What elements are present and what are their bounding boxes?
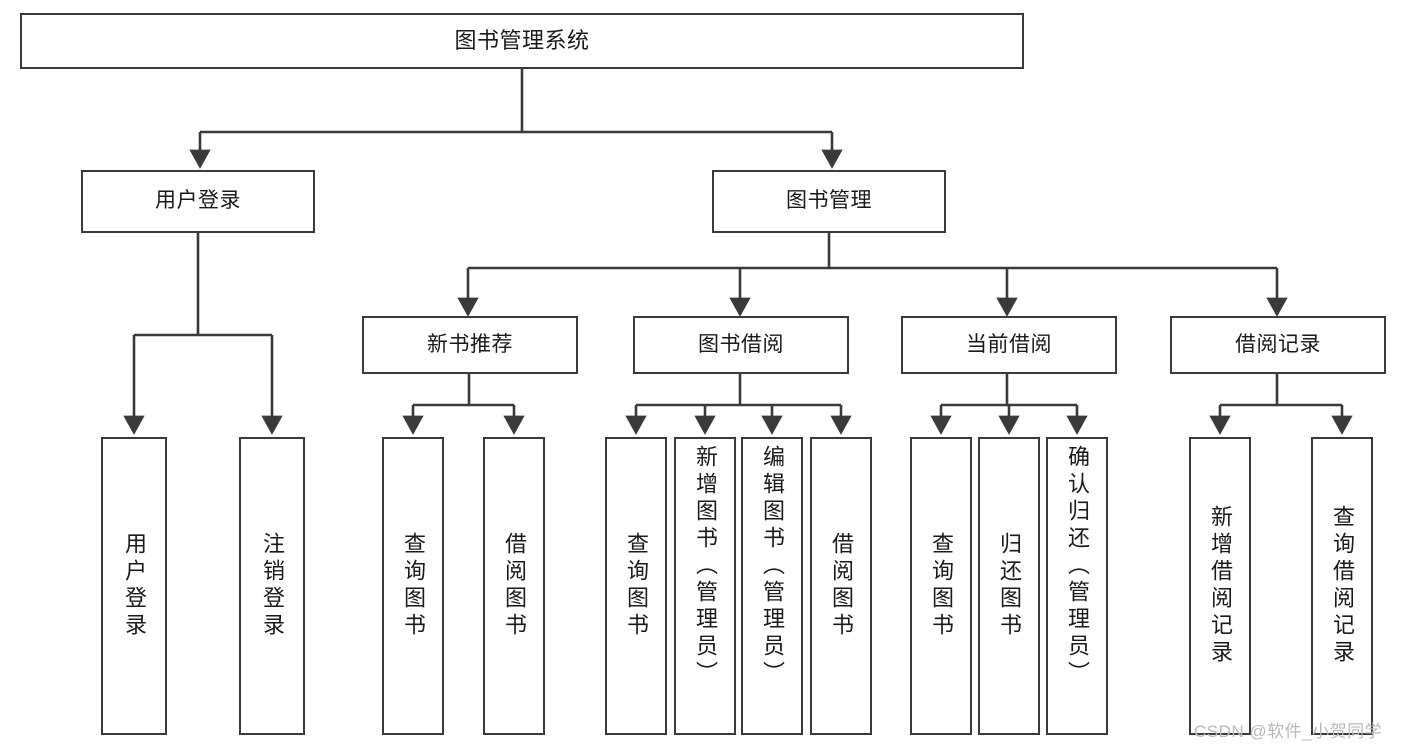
leaf-borrow-borrow-book[interactable]: 借阅图书	[810, 437, 872, 735]
leaf-record-add-borrow-record[interactable]: 新增借阅记录	[1189, 437, 1251, 735]
leaf-recommend-query-book-label: 查询图书	[401, 532, 426, 640]
leaf-record-add-borrow-record-label: 新增借阅记录	[1208, 505, 1233, 667]
leaf-borrow-query-book-label: 查询图书	[624, 532, 649, 640]
leaf-recommend-query-book[interactable]: 查询图书	[382, 437, 444, 735]
leaf-recommend-borrow-book-label: 借阅图书	[502, 532, 527, 640]
node-user-login[interactable]: 用户登录	[81, 170, 315, 233]
leaf-logout-label: 注销登录	[260, 532, 285, 640]
leaf-current-return-book-label: 归还图书	[997, 532, 1022, 640]
leaf-current-confirm-return-admin-label: 确认归还（管理员）	[1065, 445, 1090, 688]
leaf-record-query-borrow-record[interactable]: 查询借阅记录	[1311, 437, 1373, 735]
leaf-user-login-label: 用户登录	[122, 532, 147, 640]
node-book-management-label: 图书管理	[786, 189, 872, 213]
node-current-borrow[interactable]: 当前借阅	[901, 316, 1117, 374]
node-borrow-record-label: 借阅记录	[1235, 332, 1321, 356]
leaf-borrow-borrow-book-label: 借阅图书	[829, 532, 854, 640]
leaf-current-query-book-label: 查询图书	[929, 532, 954, 640]
leaf-borrow-add-book-admin-label: 新增图书（管理员）	[693, 445, 718, 688]
csdn-watermark: CSDN @软件_小贺同学	[1194, 722, 1383, 741]
node-root-book-management-system[interactable]: 图书管理系统	[20, 13, 1024, 69]
node-user-login-label: 用户登录	[155, 189, 241, 213]
leaf-user-login[interactable]: 用户登录	[101, 437, 167, 735]
leaf-borrow-edit-book-admin[interactable]: 编辑图书（管理员）	[741, 437, 803, 735]
leaf-borrow-edit-book-admin-label: 编辑图书（管理员）	[760, 445, 785, 688]
node-book-management[interactable]: 图书管理	[712, 170, 946, 233]
node-book-borrow[interactable]: 图书借阅	[633, 316, 849, 374]
node-book-borrow-label: 图书借阅	[698, 332, 784, 356]
node-new-book-recommend-label: 新书推荐	[427, 332, 513, 356]
leaf-current-query-book[interactable]: 查询图书	[910, 437, 972, 735]
node-root-label: 图书管理系统	[454, 28, 590, 54]
leaf-borrow-query-book[interactable]: 查询图书	[605, 437, 667, 735]
node-new-book-recommend[interactable]: 新书推荐	[362, 316, 578, 374]
leaf-borrow-add-book-admin[interactable]: 新增图书（管理员）	[674, 437, 736, 735]
node-borrow-record[interactable]: 借阅记录	[1170, 316, 1386, 374]
leaf-current-confirm-return-admin[interactable]: 确认归还（管理员）	[1046, 437, 1108, 735]
leaf-logout[interactable]: 注销登录	[239, 437, 305, 735]
leaf-recommend-borrow-book[interactable]: 借阅图书	[483, 437, 545, 735]
leaf-current-return-book[interactable]: 归还图书	[978, 437, 1040, 735]
leaf-record-query-borrow-record-label: 查询借阅记录	[1330, 505, 1355, 667]
node-current-borrow-label: 当前借阅	[966, 332, 1052, 356]
